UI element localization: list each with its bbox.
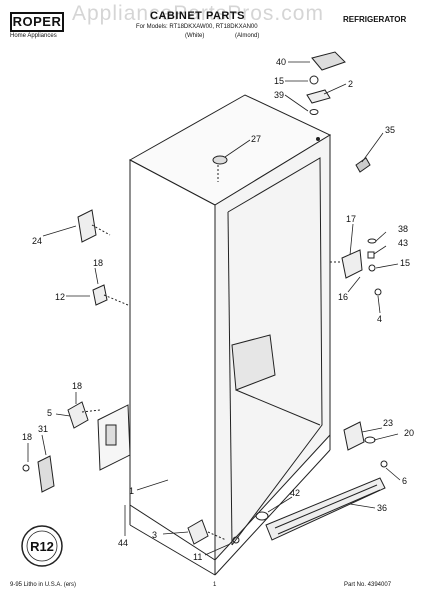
callout-18-upper: 18 — [93, 258, 104, 268]
roller-assembly — [187, 519, 227, 545]
toe-grille — [265, 477, 386, 541]
callout-39: 39 — [274, 90, 285, 100]
brand-subtitle: Home Appliances — [10, 33, 57, 39]
cabinet-plug — [37, 455, 55, 493]
top-plug — [212, 155, 228, 182]
model-color-almond: (Almond) — [235, 33, 260, 39]
callout-44: 44 — [118, 538, 129, 548]
bottom-hinge — [343, 421, 388, 468]
callout-3: 3 — [152, 530, 158, 540]
callout-20: 20 — [404, 428, 415, 438]
brand-logo: ROPER — [10, 12, 64, 32]
callout-12: 12 — [55, 292, 66, 302]
callout-43: 43 — [398, 238, 409, 248]
screw-18c — [22, 464, 30, 472]
callout-35: 35 — [385, 125, 396, 135]
callout-17: 17 — [346, 214, 357, 224]
callout-42: 42 — [290, 488, 301, 498]
r12-refrigerant-badge — [21, 525, 63, 567]
callout-1: 1 — [129, 486, 135, 496]
product-type: REFRIGERATOR — [343, 15, 407, 24]
callout-5: 5 — [47, 408, 53, 418]
page-title: CABINET PARTS — [150, 10, 245, 22]
top-hinge — [306, 89, 331, 104]
lower-hinge-left — [67, 401, 101, 429]
footer-page-number: 1 — [213, 582, 217, 588]
grille-clip — [255, 511, 269, 521]
top-hinge-cover — [311, 51, 346, 71]
footer-litho: 9-95 Litho in U.S.A. (ers) — [10, 582, 77, 588]
callout-18-lower: 18 — [22, 432, 33, 442]
callout-36: 36 — [377, 503, 388, 513]
cabinet-shell — [128, 94, 332, 576]
model-numbers: For Models: RT18DKXAW00, RT18DKXAN00 — [136, 24, 258, 30]
watermark: AppliancePartsPros.com — [72, 2, 324, 25]
model-color-white: (White) — [185, 33, 205, 39]
roller-screw — [232, 536, 240, 544]
callout-16: 16 — [338, 292, 349, 302]
callout-15-top: 15 — [274, 76, 285, 86]
leader-lines — [27, 61, 401, 556]
r12-badge-label: R12 — [30, 539, 54, 554]
callout-27: 27 — [251, 134, 262, 144]
center-hinge-assembly — [330, 238, 382, 296]
hinge-bracket-left — [92, 284, 129, 306]
door-stop — [355, 157, 371, 173]
footer-part-number: Part No. 4394007 — [344, 582, 392, 588]
callout-15-mid: 15 — [400, 258, 411, 268]
callout-18-middle: 18 — [72, 381, 83, 391]
callout-23: 23 — [383, 418, 394, 428]
callout-40: 40 — [276, 57, 287, 67]
callout-6: 6 — [402, 476, 408, 486]
callout-4: 4 — [377, 314, 383, 324]
access-cover — [97, 404, 131, 471]
callout-11: 11 — [193, 552, 203, 562]
hinge-screw — [309, 75, 319, 85]
callout-38: 38 — [398, 224, 409, 234]
callout-31: 31 — [38, 424, 49, 434]
callout-24: 24 — [32, 236, 43, 246]
callout-2: 2 — [348, 79, 354, 89]
hinge-hole — [316, 137, 320, 141]
door-handle-bracket — [77, 209, 111, 243]
hinge-washer — [309, 109, 319, 115]
